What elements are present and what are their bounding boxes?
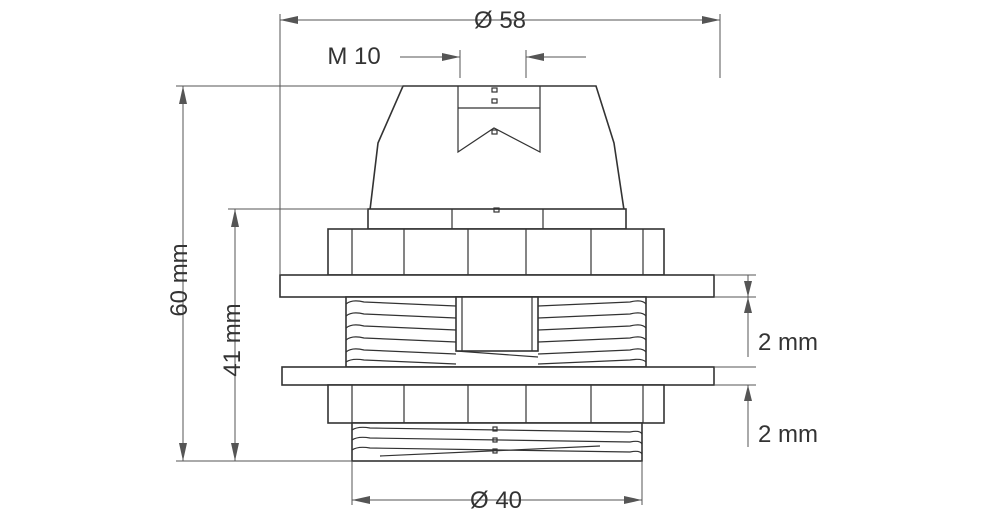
body-height-label: 41 mm: [219, 303, 246, 376]
thread-size-label: M 10: [327, 43, 380, 70]
total-height-label: 60 mm: [166, 243, 193, 316]
lower-hex-nut: [327, 384, 665, 424]
dimension-lines: [176, 14, 756, 505]
lower-ring-gap-label: 2 mm: [758, 421, 818, 448]
lower-ring: [281, 366, 715, 386]
upper-ring-gap-label: 2 mm: [758, 329, 818, 356]
cap-slot: [457, 86, 541, 154]
upper-ring: [279, 274, 715, 298]
base-diameter-label: Ø 40: [470, 487, 522, 514]
upper-thread: [345, 296, 647, 368]
base-thread: [351, 422, 643, 462]
upper-hex-nut: [327, 228, 665, 276]
lamp-socket-part: [279, 85, 715, 462]
outer-diameter-label: Ø 58: [474, 7, 526, 34]
thread-window: [455, 296, 539, 352]
socket-top-cap: [369, 85, 625, 211]
